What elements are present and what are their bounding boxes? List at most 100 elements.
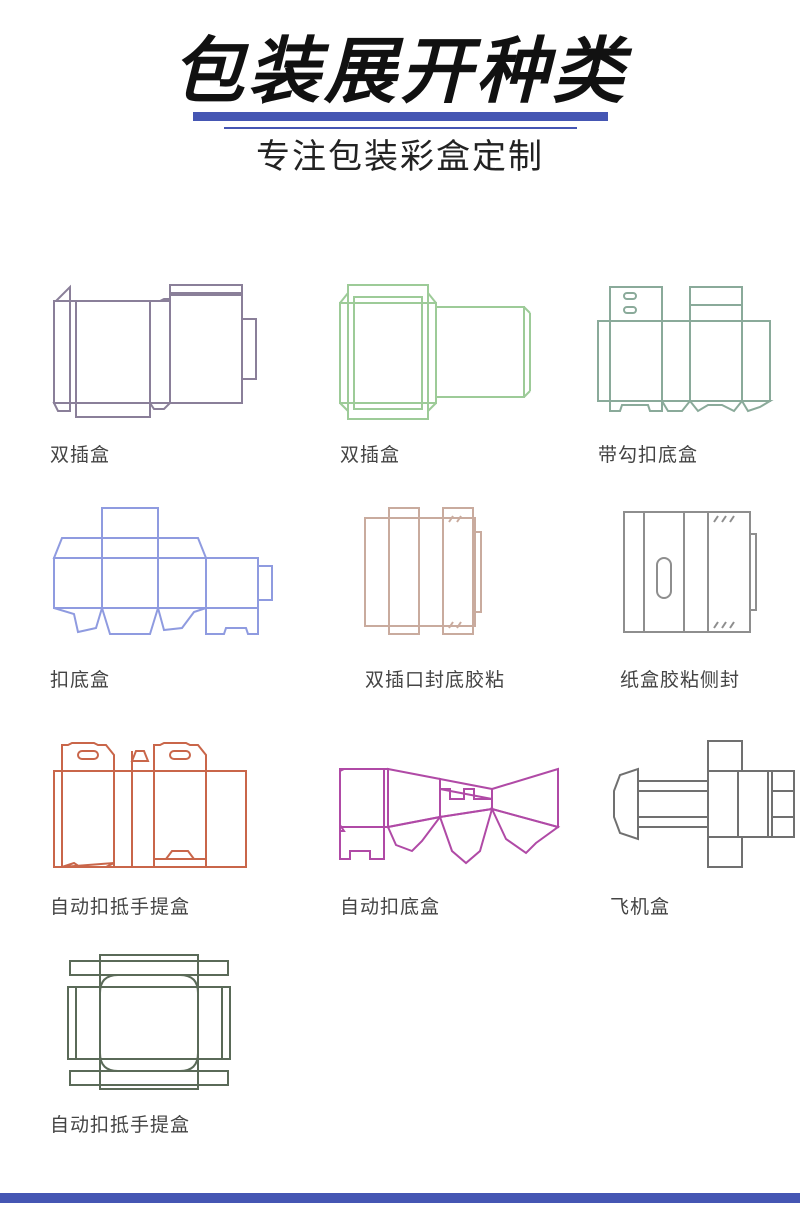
box-item-2: 双插盒 [339,283,600,503]
dieline-panel [771,770,795,838]
page-subtitle: 专注包装彩盒定制 [256,137,544,177]
dieline-panel [257,565,273,601]
box-label: 双插盒 [50,444,111,466]
dieline-handle-hole [169,750,191,760]
mailer-box-diagram [613,740,795,868]
dieline-handle-panel [61,742,115,772]
dieline-panel [474,531,482,613]
tuck-top-glued-bottom-box-diagram [364,507,482,635]
glue-mark [456,621,462,629]
dieline-flap [205,607,259,635]
dieline-panel [53,300,151,404]
glue-mark [713,621,719,629]
dieline-flap [148,402,173,410]
dieline-flap [150,298,171,302]
dieline-outline [53,770,247,868]
box-item-8: 自动扣底盒 [339,735,600,955]
dieline-panel [69,300,77,404]
dieline-flap [156,607,207,632]
box-item-6: 纸盒胶粘侧封 [620,508,800,728]
box-item-3: 带勾扣底盒 [597,283,800,503]
dieline-flap [609,400,663,412]
dieline-panel [388,507,420,635]
dieline-fold [339,402,349,412]
dieline-panel [442,507,474,635]
dieline-panel [339,768,385,828]
dieline-flap [52,402,71,412]
dieline-flap [157,537,208,559]
dieline-flap [490,807,561,855]
dieline-panel [435,306,525,398]
dieline-panel [749,533,757,611]
box-item-5: 双插口封底胶粘 [364,507,625,728]
dieline-flap [69,1070,229,1086]
dieline-outline [597,320,771,402]
dieline-flap [613,767,639,841]
dieline-panel [707,770,739,838]
side-glued-box-diagram [623,511,757,633]
box-label: 自动扣抵手提盒 [50,1114,191,1136]
header: 包装展开种类 专注包装彩盒定制 [0,0,800,200]
auto-lock-bottom-box-diagram [339,767,561,865]
dieline-flap [609,286,663,322]
glue-mark [721,515,727,523]
dieline-flap [687,400,745,413]
dieline-flap [101,507,159,539]
auto-lock-handle-box-diagram [67,954,231,1090]
box-label: 双插口封底胶粘 [365,669,506,691]
dieline-lock-tab [164,850,196,860]
box-label: 自动扣底盒 [340,896,441,918]
dieline-flap [54,284,71,302]
dieline-flap [100,607,160,635]
dieline-flap [386,815,443,853]
box-label: 扣底盒 [50,669,111,691]
auto-lock-handle-box-diagram [53,742,247,868]
glue-mark [456,515,462,523]
dieline-lock-tab [439,788,493,800]
box-label: 带勾扣底盒 [598,444,699,466]
dieline-panel [737,770,769,838]
title-underline-line [224,127,577,129]
dieline-flap [169,284,243,296]
page-title: 包装展开种类 [171,29,628,113]
dieline-outline [67,986,231,1060]
glue-mark [448,515,454,523]
dieline-outline [623,511,751,633]
box-item-4: 扣底盒 [50,507,310,728]
dieline-panel [99,974,199,1072]
glue-mark [713,515,719,523]
dieline-flap [130,750,150,762]
lock-bottom-box-diagram [52,507,273,635]
dieline-handle-panel [153,742,207,772]
dieline-fold [523,390,531,398]
dieline-panel [169,292,243,404]
dieline-flap [438,807,494,865]
dieline-fold [427,292,437,304]
double-tuck-box-diagram [52,284,257,418]
box-item-10: 自动扣抵手提盒 [50,953,310,1173]
dieline-outline [53,557,259,609]
dieline-flap [61,861,115,868]
dieline-hang-hole [623,306,637,314]
dieline-fold [339,292,349,304]
dieline-panel [353,296,423,410]
hook-lock-bottom-box-diagram [597,286,774,413]
dieline-outline [347,284,429,420]
dieline-handle-hole [77,750,99,760]
dieline-flap [707,740,743,772]
glue-mark [448,621,454,629]
dieline-flap [75,402,151,418]
dieline-hang-hole [623,292,637,300]
glue-mark [721,621,727,629]
box-item-9: 飞机盒 [610,735,800,955]
dieline-fold [523,306,531,314]
dieline-fold [427,402,437,412]
dieline-flap [707,836,743,868]
double-tuck-box-diagram [339,284,531,420]
footer-bar [0,1193,800,1203]
dieline-window [656,557,672,599]
glue-mark [729,515,735,523]
title-underline-bar [193,112,608,121]
dieline-flap [52,537,103,559]
box-item-7: 自动扣抵手提盒 [50,735,310,955]
